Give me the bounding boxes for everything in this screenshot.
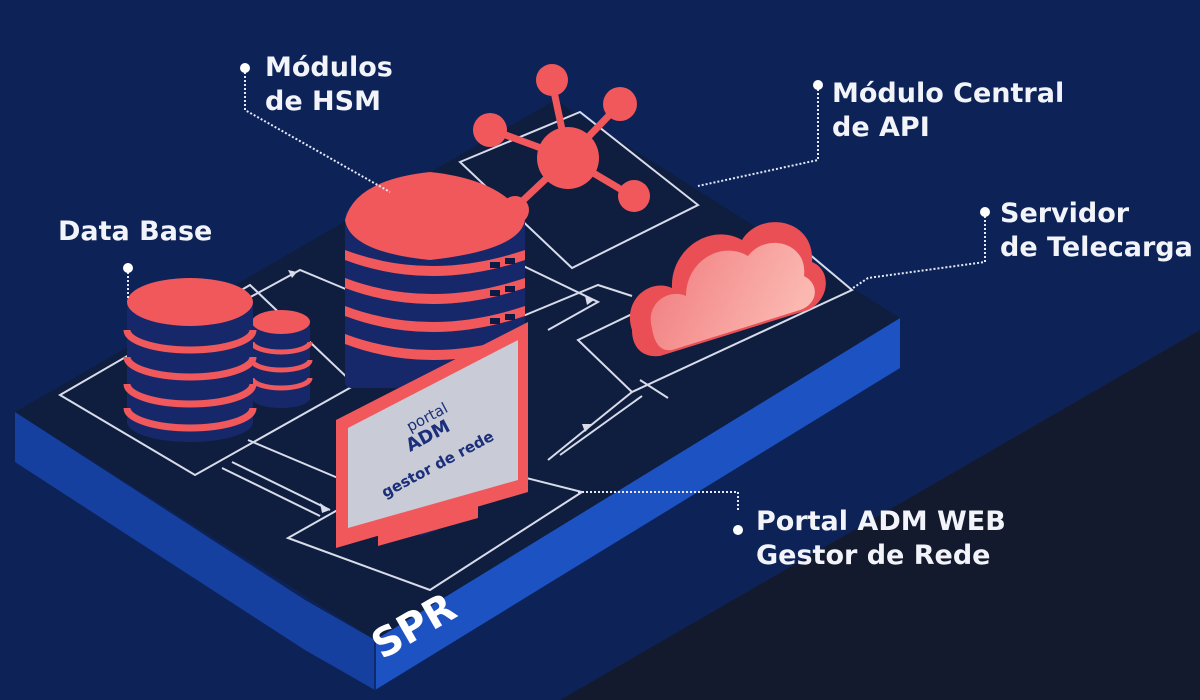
label-hsm-line1: Módulos	[265, 52, 393, 83]
label-portal-line1: Portal ADM WEB	[756, 506, 1006, 537]
label-portal: Portal ADM WEB Gestor de Rede	[756, 506, 1006, 571]
label-telecarga-line1: Servidor	[1000, 198, 1130, 229]
label-database-line1: Data Base	[58, 216, 212, 247]
label-api-line2: de API	[832, 112, 930, 143]
network-hub-icon	[473, 64, 650, 224]
label-database: Data Base	[58, 216, 212, 247]
label-telecarga-line2: de Telecarga	[1000, 232, 1193, 263]
cloud-icon	[629, 222, 826, 357]
monitor-icon: portal ADM gestor de rede	[336, 322, 528, 548]
flow-arrows	[288, 270, 594, 513]
database-icon	[123, 278, 313, 442]
callout-dots	[123, 63, 990, 535]
label-hsm-line2: de HSM	[265, 86, 381, 117]
callout-lines	[127, 68, 986, 510]
platform-side-right	[375, 318, 900, 690]
background-corner	[560, 330, 1200, 700]
label-api-line1: Módulo Central	[832, 78, 1064, 109]
label-telecarga: Servidor de Telecarga	[1000, 198, 1193, 263]
label-api: Módulo Central de API	[832, 78, 1064, 143]
label-portal-line2: Gestor de Rede	[756, 540, 991, 571]
label-hsm: Módulos de HSM	[265, 52, 393, 117]
platform-side-left	[15, 412, 375, 690]
server-stack-icon	[345, 172, 525, 388]
